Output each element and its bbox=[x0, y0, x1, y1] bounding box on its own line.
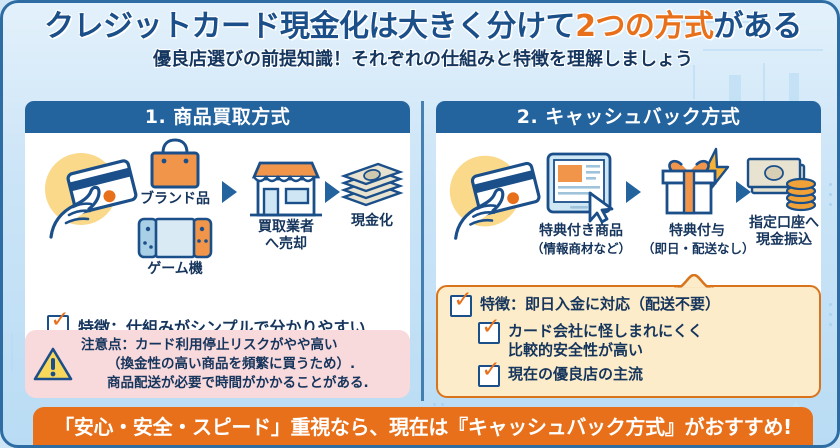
bottom-banner: 「安心・安全・スピード」重視なら、現在は『キャッシュバック方式』がおすすめ! bbox=[33, 407, 813, 445]
caution-line-1: 注意点：カード利用停止リスクがやや高い bbox=[81, 336, 338, 353]
flow-node-bank-transfer: 指定口座へ 現金振込 bbox=[746, 153, 822, 249]
flow-caption-bonus-grant-2: （即日・配送なし） bbox=[642, 241, 755, 256]
checkbox-checked-icon: ✓ bbox=[450, 289, 473, 317]
feature-row-1-method-2: ✓ 特徴：即日入金に対応（配送不要） bbox=[450, 289, 811, 317]
bg-dot-5 bbox=[829, 193, 832, 196]
feature-text-2-method-2: カード会社に怪しまれにくく 比較的安全性が高い bbox=[508, 322, 703, 360]
bg-dot-8 bbox=[829, 313, 832, 316]
bg-dot-9 bbox=[829, 323, 832, 326]
caution-text-block: 注意点：カード利用停止リスクがやや高い （換金性の高い商品を頻繁に買うため）. … bbox=[81, 336, 369, 393]
flow-caption-game-console: ゲーム機 bbox=[147, 261, 203, 277]
flow-arrow-1-left bbox=[222, 181, 237, 203]
cash-coins-icon bbox=[746, 157, 817, 212]
panel-heading-method-2: 2. キャッシュバック方式 bbox=[436, 101, 821, 133]
bg-dot-4 bbox=[829, 183, 832, 186]
flow-caption-bonus-grant-1: 特典付与 bbox=[669, 223, 725, 239]
feature-text-1-method-2: 特徴：即日入金に対応（配送不要） bbox=[480, 295, 721, 313]
flow-caption-bonus-product-1: 特典付き商品 bbox=[539, 223, 623, 239]
page-title: クレジットカード現金化は大きく分けて2つの方式がある bbox=[3, 7, 837, 47]
caution-line-3: 商品配送が必要で時間がかかることがある. bbox=[107, 374, 369, 391]
bg-dot-10 bbox=[433, 403, 436, 406]
panel-heading-method-1: 1. 商品買取方式 bbox=[25, 101, 410, 133]
panel-method-2: 2. キャッシュバック方式 bbox=[436, 101, 821, 304]
flow-node-bonus-product: 特典付き商品 （情報商材など） bbox=[522, 151, 640, 257]
flow-arrow-2-left bbox=[325, 181, 340, 203]
header: クレジットカード現金化は大きく分けて2つの方式がある 優良店選びの前提知識！それ… bbox=[3, 7, 837, 95]
caution-box-method-1: 注意点：カード利用停止リスクがやや高い （換金性の高い商品を頻繁に買うため）. … bbox=[25, 330, 410, 398]
flow-caption-bank-transfer-1: 指定口座へ bbox=[749, 215, 819, 231]
flow-arrow-1-right bbox=[626, 181, 641, 203]
panel-body-method-1: ブランド品 ゲーム機 bbox=[25, 133, 410, 355]
checkbox-checked-icon: ✓ bbox=[478, 316, 501, 344]
flow-node-brand-goods: ブランド品 bbox=[127, 137, 223, 208]
flow-node-cash: 現金化 bbox=[335, 159, 409, 230]
bg-dot-6 bbox=[829, 203, 832, 206]
panel-body-method-2: 特典付き商品 （情報商材など） 特典付与 （即日・配送なし） bbox=[436, 133, 821, 304]
panel-method-1: 1. 商品買取方式 bbox=[25, 101, 410, 355]
flow-caption-brand-goods: ブランド品 bbox=[140, 191, 210, 207]
speech-bubble-notch bbox=[674, 274, 714, 288]
flow-node-buyer-shop: 買取業者 へ売却 bbox=[243, 153, 329, 253]
bg-dot-7 bbox=[829, 303, 832, 306]
flow-caption-bonus-product-2: （情報商材など） bbox=[530, 241, 631, 256]
flow-caption-bank-transfer-2: 現金振込 bbox=[756, 232, 812, 248]
flow-caption-buyer-shop-2: へ売却 bbox=[265, 236, 307, 252]
bg-dot-11 bbox=[441, 403, 444, 406]
bg-pattern-8 bbox=[11, 333, 13, 373]
flow-node-hand-card-right bbox=[438, 143, 546, 251]
game-console-icon bbox=[137, 217, 213, 259]
feature-text-3-method-2: 現在の優良店の主流 bbox=[508, 365, 644, 383]
gift-bolt-icon bbox=[661, 147, 730, 215]
flow-caption-cash: 現金化 bbox=[351, 213, 393, 229]
warning-triangle-icon bbox=[33, 346, 73, 382]
feature-row-3-method-2: ✓ 現在の優良店の主流 bbox=[450, 359, 811, 387]
title-pre: クレジットカード現金化は大きく分けて bbox=[44, 9, 576, 44]
feature-row-2-method-2: ✓ カード会社に怪しまれにくく 比較的安全性が高い bbox=[450, 316, 811, 360]
panel-divider bbox=[421, 101, 424, 401]
feature-box-method-2: ✓ 特徴：即日入金に対応（配送不要） ✓ カード会社に怪しまれにくく 比較的安全… bbox=[436, 274, 821, 398]
shop-storefront-icon bbox=[250, 161, 322, 217]
tablet-cursor-icon bbox=[546, 152, 614, 223]
cash-stack-icon bbox=[340, 162, 404, 207]
hand-credit-card-icon bbox=[449, 155, 541, 240]
feature-text-2-line-1: カード会社に怪しまれにくく bbox=[508, 322, 703, 340]
page-subtitle: 優良店選びの前提知識！それぞれの仕組みと特徴を理解しましょう bbox=[153, 49, 693, 70]
flow-node-bonus-grant: 特典付与 （即日・配送なし） bbox=[642, 147, 755, 257]
title-highlight: 2つの方式 bbox=[575, 9, 714, 44]
flow-caption-buyer-shop-1: 買取業者 bbox=[258, 219, 314, 235]
hand-credit-card-icon bbox=[45, 153, 138, 239]
title-post: がある bbox=[713, 9, 802, 44]
brand-bag-icon bbox=[150, 138, 200, 189]
checkbox-checked-icon: ✓ bbox=[478, 359, 501, 387]
flow-node-game-console: ゲーム機 bbox=[127, 213, 223, 278]
feature-text-2-line-2: 比較的安全性が高い bbox=[508, 341, 644, 359]
flow-node-hand-card-left bbox=[33, 141, 143, 249]
caution-line-2: （換金性の高い商品を頻繁に買うため）. bbox=[107, 355, 356, 372]
